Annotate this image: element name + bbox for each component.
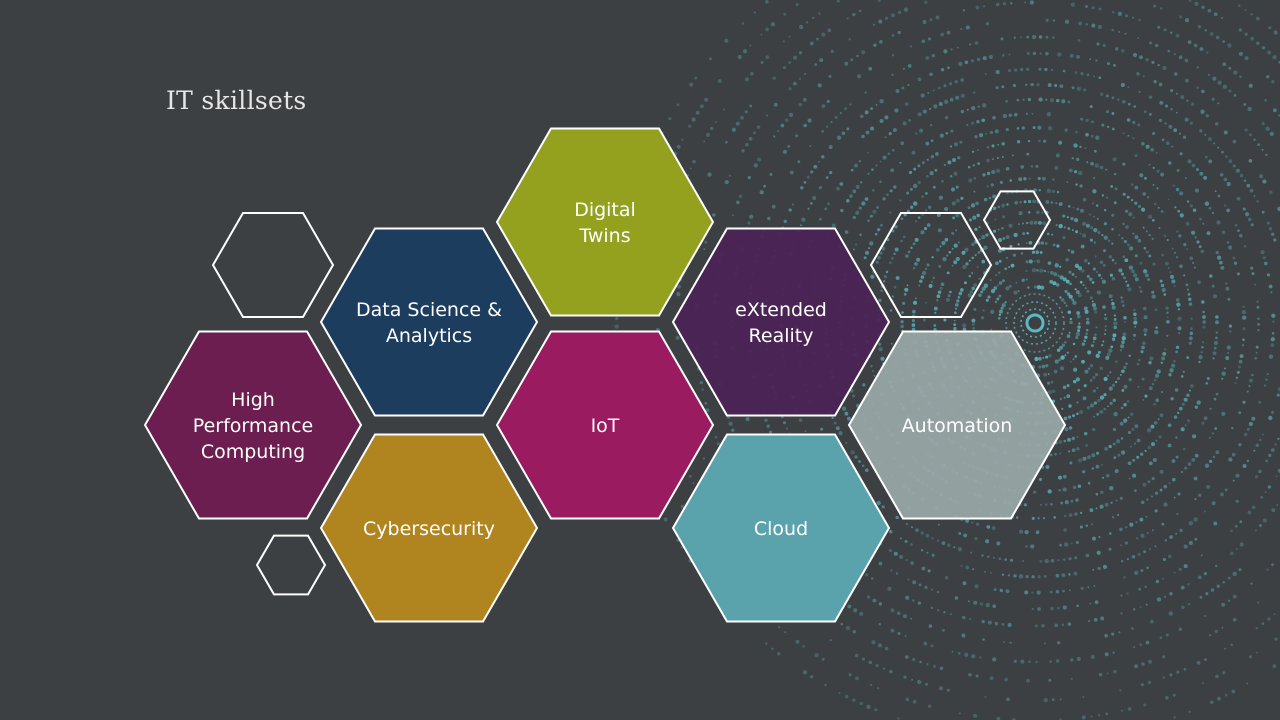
hex-cybersecurity: Cybersecurity (319, 433, 539, 623)
hex-cloud: Cloud (671, 433, 891, 623)
hex-shape-high-performance-computing (143, 330, 363, 520)
hex-automation: Automation (847, 330, 1067, 520)
hex-label-iot: IoT (591, 415, 620, 437)
outline-hex-bottom-left (255, 534, 327, 596)
hex-label-high-performance-computing: Computing (201, 441, 305, 463)
hex-label-high-performance-computing: Performance (193, 415, 313, 437)
hex-label-cloud: Cloud (754, 518, 808, 540)
hex-iot: IoT (495, 330, 715, 520)
hex-shape-extended-reality (671, 227, 891, 417)
hex-label-automation: Automation (902, 415, 1013, 437)
hex-label-cybersecurity: Cybersecurity (363, 518, 495, 540)
slide-title: IT skillsets (166, 86, 307, 115)
hex-shape-cloud (671, 433, 891, 623)
hex-label-digital-twins: Digital (574, 199, 636, 221)
outline-hex-top-right (982, 190, 1052, 250)
hex-data-science-analytics: Data Science & Analytics (319, 227, 539, 417)
hex-shape-automation (847, 330, 1067, 520)
hex-shape-digital-twins (495, 127, 715, 317)
hex-shape-iot (495, 330, 715, 520)
hex-label-extended-reality: eXtended (735, 299, 827, 321)
hex-shape-cybersecurity (319, 433, 539, 623)
hex-label-data-science-analytics: Data Science & (356, 299, 502, 321)
hex-label-data-science-analytics: Analytics (386, 325, 472, 347)
outline-hex-right (869, 212, 993, 318)
hex-label-digital-twins: Twins (578, 225, 630, 247)
hex-label-high-performance-computing: High (231, 389, 275, 411)
hex-label-extended-reality: Reality (749, 325, 814, 347)
hex-shape-data-science-analytics (319, 227, 539, 417)
outline-hex-top-left (211, 212, 335, 318)
